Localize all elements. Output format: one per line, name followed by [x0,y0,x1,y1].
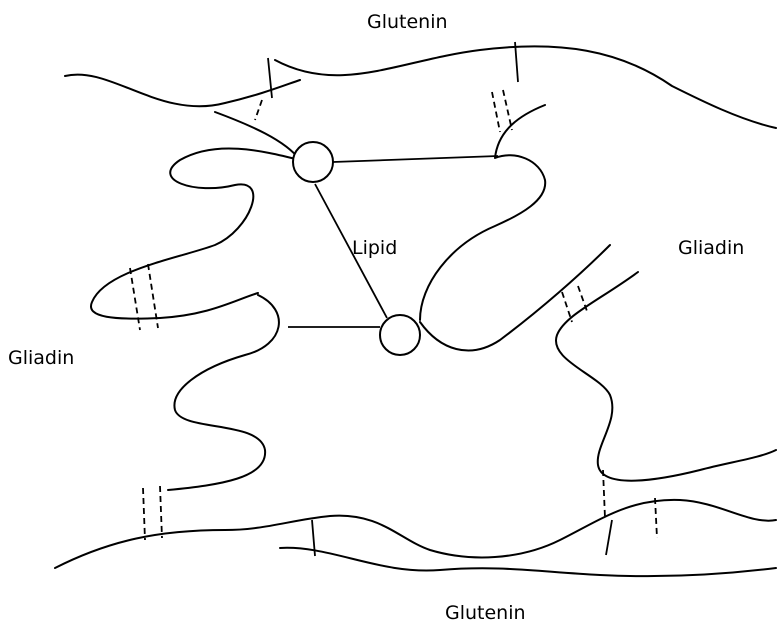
bond-dashed-bottom-left-1 [142,487,146,541]
gliadin-right-lower-arm [554,271,777,482]
bond-dashed-left-1 [129,267,141,331]
bond-dashed-top-left [254,99,263,121]
bond-dashed-bottom-right-2 [654,497,658,539]
label-glutenin-top: Glutenin [367,11,448,33]
bond-dashed-bottom-right-1 [602,469,606,519]
bond-dashed-bottom-left-2 [159,485,163,539]
glutenin-bottom-strand [54,498,777,569]
label-gliadin-left: Gliadin [8,347,74,369]
gliadin-right-upper-arm [419,244,611,352]
gliadin-lower-left-chain [167,294,280,491]
bond-dashed-left-2 [147,263,159,329]
bond-dashed-right-2 [577,285,589,315]
bond-solid-top-right [514,41,519,83]
bond-dashed-top-right-1 [491,91,501,133]
bond-solid-bottom-right [605,519,613,556]
gliadin-upper-left-chain [90,111,301,320]
glutenin-top-strand-right [274,45,777,129]
label-gliadin-right: Gliadin [678,237,744,259]
bond-solid-bottom-middle [311,519,316,557]
lipid-link-top [332,155,499,163]
glutenin-top-strand-left [64,73,301,108]
lipid-circle-lower [379,314,421,356]
label-glutenin-bottom: Glutenin [445,602,526,624]
gliadin-upper-right-chain [419,104,547,321]
lipid-circle-upper [292,141,334,183]
label-lipid: Lipid [352,237,397,259]
bond-dashed-top-right-2 [502,89,513,131]
glutenin-bottom-strand-lower [279,546,777,578]
bond-dashed-right-1 [561,291,573,323]
bond-solid-top-left [267,57,273,99]
lipid-link-diagonal [314,183,388,319]
